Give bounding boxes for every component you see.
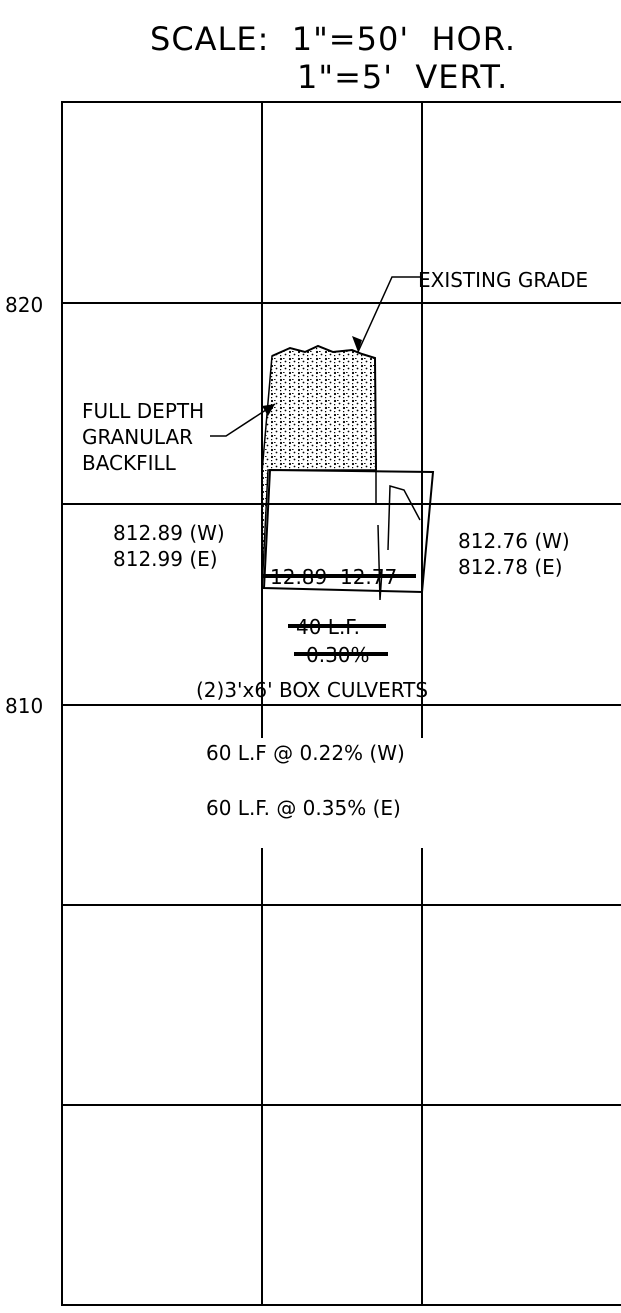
elevation-label-820: 820 <box>5 293 43 317</box>
grid-frame <box>61 101 621 1306</box>
right-invert-east: 812.78 (E) <box>458 555 563 579</box>
existing-grade-label: EXISTING GRADE <box>418 268 588 292</box>
scale-vertical: 1"=5' VERT. <box>297 58 508 96</box>
backfill-label-line2: GRANULAR <box>82 425 193 449</box>
existing-grade-line <box>271 344 377 471</box>
backfill-label-line3: BACKFILL <box>82 451 177 475</box>
culvert-section-mark <box>387 485 421 551</box>
box-culvert-outline <box>262 468 435 594</box>
backfill-label-line1: FULL DEPTH <box>82 399 204 423</box>
backfill-leader <box>210 403 276 437</box>
elevation-label-810: 810 <box>5 694 43 718</box>
left-invert-east: 812.99 (E) <box>113 547 218 571</box>
existing-grade-leader <box>357 276 420 353</box>
culvert-description: (2)3'x6' BOX CULVERTS <box>196 678 428 702</box>
left-invert-west: 812.89 (W) <box>113 521 225 545</box>
right-invert-west: 812.76 (W) <box>458 529 570 553</box>
run-west: 60 L.F @ 0.22% (W) <box>206 741 405 765</box>
existing-grade-arrowhead <box>352 336 362 352</box>
culvert-invert-marker <box>377 524 383 601</box>
run-east: 60 L.F. @ 0.35% (E) <box>206 796 401 820</box>
scale-horizontal: SCALE: 1"=50' HOR. <box>150 20 516 58</box>
backfill-arrowhead <box>262 404 275 416</box>
granular-backfill <box>261 345 377 591</box>
